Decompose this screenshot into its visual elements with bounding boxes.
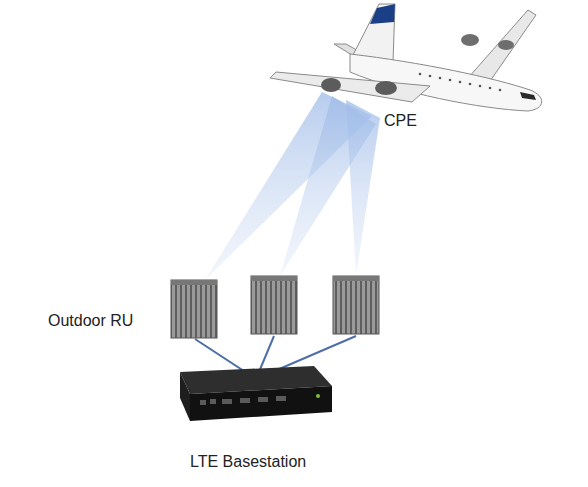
device-label: Outdoor RU [48, 311, 133, 330]
radio-beam [205, 92, 380, 280]
airplane [270, 4, 542, 111]
radio-unit [171, 276, 379, 338]
device-label: LTE Basestation [190, 452, 306, 471]
device-label: CPE [384, 111, 417, 130]
basestation-unit [180, 366, 332, 421]
